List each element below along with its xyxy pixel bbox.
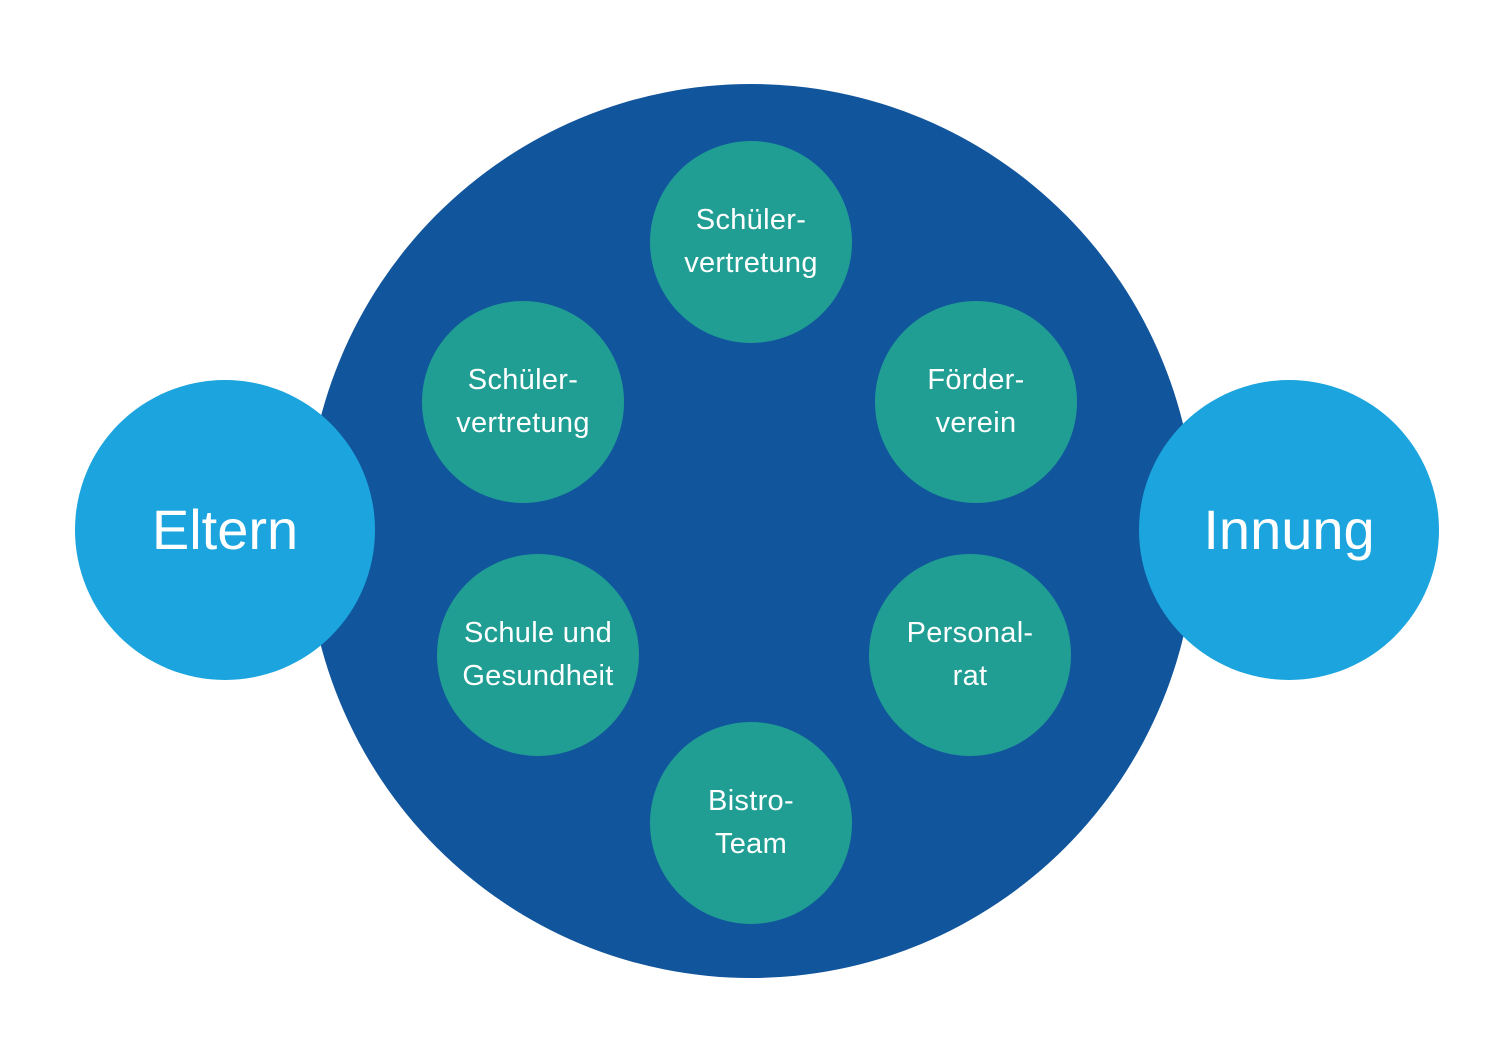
node-personalrat: Personal- rat	[869, 554, 1071, 756]
node-label-line: Schüler-	[695, 204, 807, 236]
innung-circle: Innung	[1139, 380, 1439, 680]
node-label-line: vertretung	[456, 407, 590, 439]
node-schuelervertretung-top: Schüler- vertretung	[650, 141, 852, 343]
eltern-label: Eltern	[151, 498, 299, 561]
node-label-line: Team	[714, 828, 788, 860]
node-schule-und-gesundheit: Schule und Gesundheit	[437, 554, 639, 756]
node-label-line: verein	[935, 407, 1017, 439]
innung-label: Innung	[1203, 498, 1375, 561]
node-foerderverein: Förder- verein	[875, 301, 1077, 503]
eltern-circle: Eltern	[75, 380, 375, 680]
node-label-line: Schule und	[463, 617, 613, 649]
node-label-line: Personal-	[906, 617, 1034, 649]
node-label-line: vertretung	[684, 247, 818, 279]
node-schuelervertretung-left: Schüler- vertretung	[422, 301, 624, 503]
node-label-line: Gesundheit	[462, 660, 614, 692]
node-label-line: Schüler-	[467, 364, 579, 396]
node-label-line: Bistro-	[708, 785, 794, 817]
node-label-line: rat	[952, 660, 988, 692]
node-label-line: Förder-	[927, 364, 1025, 396]
node-bistro-team: Bistro- Team	[650, 722, 852, 924]
